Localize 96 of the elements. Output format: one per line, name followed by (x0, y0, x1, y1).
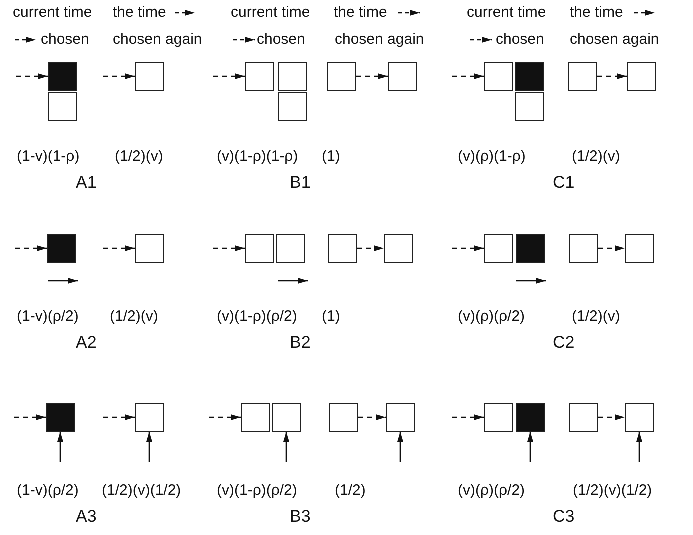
filled-square (515, 62, 544, 91)
filled-square (47, 234, 76, 263)
empty-square (388, 62, 417, 91)
panel-label: B3 (290, 508, 311, 526)
probability-label: (1/2)(v) (572, 148, 620, 166)
empty-square (328, 234, 357, 263)
dashed-arrow (213, 246, 245, 252)
empty-square (327, 62, 356, 91)
probability-label: (1-v)(ρ/2) (17, 482, 79, 500)
filled-square (46, 403, 75, 432)
probability-label: (1) (322, 308, 340, 326)
probability-label: (v)(ρ)(1-ρ) (458, 148, 526, 166)
probability-label: (v)(ρ)(ρ/2) (458, 308, 526, 326)
header-text: chosen (41, 31, 90, 49)
probability-label: (v)(1-ρ)(1-ρ) (217, 148, 298, 166)
empty-square (135, 403, 164, 432)
empty-square (484, 234, 513, 263)
header-text: chosen again (113, 31, 202, 49)
filled-square (516, 234, 545, 263)
dashed-arrow (213, 74, 245, 80)
filled-square (48, 62, 77, 91)
empty-square (515, 92, 544, 121)
probability-label: (v)(1-ρ)(ρ/2) (217, 482, 298, 500)
dashed-arrow (209, 414, 241, 420)
arrow (284, 432, 290, 462)
probability-label: (1/2)(v)(1/2) (573, 482, 652, 500)
empty-square (278, 62, 307, 91)
header-text: current time (231, 4, 310, 22)
empty-square (386, 403, 415, 432)
dashed-arrow (356, 74, 388, 80)
dashed-arrow (357, 246, 384, 252)
empty-square (484, 403, 513, 432)
empty-square (245, 62, 274, 91)
arrow (58, 432, 64, 462)
empty-square (625, 403, 654, 432)
panel-label: B2 (290, 334, 311, 352)
probability-label: (1/2)(v) (115, 148, 164, 166)
dashed-arrow (597, 74, 627, 80)
header-text: the time (113, 4, 166, 22)
empty-square (135, 62, 164, 91)
empty-square (276, 234, 305, 263)
panel-label: A1 (76, 174, 97, 192)
empty-square (384, 234, 413, 263)
header-text: current time (13, 4, 92, 22)
dashed-arrow (452, 414, 484, 420)
arrow (636, 432, 642, 462)
empty-square (135, 234, 164, 263)
empty-square (627, 62, 656, 91)
dashed-arrow (452, 74, 484, 80)
empty-square (625, 234, 654, 263)
empty-square (272, 403, 301, 432)
panel-label: A3 (76, 508, 97, 526)
probability-label: (1/2) (335, 482, 366, 500)
arrow (528, 432, 534, 462)
empty-square (569, 234, 598, 263)
dashed-arrow (598, 414, 625, 420)
panel-label: C2 (553, 334, 575, 352)
probability-label: (v)(1-ρ)(ρ/2) (217, 308, 298, 326)
header-text: chosen again (335, 31, 424, 49)
probability-label: (1) (322, 148, 340, 166)
dashed-arrow (358, 414, 386, 420)
dashed-arrow (103, 246, 135, 252)
header-text: chosen again (570, 31, 660, 49)
header-text: chosen (496, 31, 544, 49)
arrow (398, 432, 404, 462)
header-text: chosen (257, 31, 306, 49)
empty-square (484, 62, 513, 91)
dashed-arrow (103, 414, 135, 420)
panel-label: C3 (553, 508, 575, 526)
empty-square (329, 403, 358, 432)
dashed-arrow (598, 246, 625, 252)
probability-label: (1/2)(v) (110, 308, 158, 326)
header-text: the time (570, 4, 624, 22)
dashed-arrow (103, 74, 135, 80)
header-text: current time (467, 4, 546, 22)
empty-square (569, 403, 598, 432)
panel-label: B1 (290, 174, 311, 192)
arrow (146, 432, 152, 462)
panel-label: A2 (76, 334, 97, 352)
header-text: the time (334, 4, 388, 22)
filled-square (516, 403, 545, 432)
dashed-arrow (452, 246, 484, 252)
empty-square (48, 92, 77, 121)
probability-label: (1-v)(ρ/2) (17, 308, 79, 326)
probability-label: (1/2)(v)(1/2) (102, 482, 182, 500)
probability-label: (1-v)(1-ρ) (17, 148, 80, 166)
dashed-arrow (14, 414, 46, 420)
probability-label: (1/2)(v) (572, 308, 620, 326)
empty-square (245, 234, 274, 263)
empty-square (568, 62, 597, 91)
empty-square (241, 403, 270, 432)
panel-label: C1 (553, 174, 575, 192)
probability-label: (v)(ρ)(ρ/2) (458, 482, 526, 500)
empty-square (278, 92, 307, 121)
dashed-arrow (15, 246, 47, 252)
dashed-arrow (16, 74, 48, 80)
